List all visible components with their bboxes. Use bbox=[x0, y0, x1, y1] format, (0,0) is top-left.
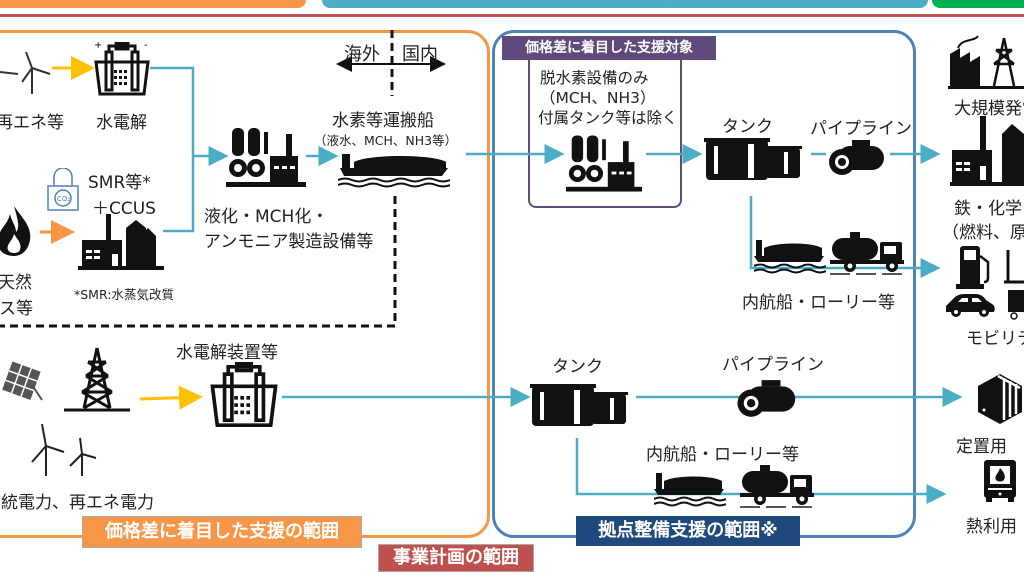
dehydro-label-line2: （MCH、NH3） bbox=[540, 89, 656, 107]
mobility-label: モビリティ bbox=[966, 329, 1024, 349]
coastal-ship-icon-top bbox=[754, 240, 826, 274]
flow-tank-to-coastal bbox=[749, 196, 941, 278]
forklift-icon bbox=[1004, 250, 1024, 284]
solar-panel-icon bbox=[2, 361, 43, 401]
grid-renewable-label: 系統電力、再エネ電力 bbox=[0, 493, 154, 513]
pipeline-icon-top bbox=[829, 140, 884, 175]
coastal-label-bottom: 内航船・ローリー等 bbox=[646, 445, 799, 465]
natural-gas-flame-icon bbox=[0, 206, 31, 256]
header-transport-label: 輸送・貯蔵 bbox=[580, 0, 670, 3]
storage-tank-icon-top bbox=[704, 138, 802, 180]
pipeline-label-top: パイプライン bbox=[810, 119, 912, 139]
electrolyzer-icon: +- bbox=[94, 42, 150, 96]
natural-gas-label-line1: 天然 bbox=[0, 273, 32, 293]
heater-icon bbox=[984, 460, 1016, 502]
stationary-label: 定置用 bbox=[956, 437, 1007, 457]
header-transport-storage: 輸送・貯蔵 bbox=[322, 0, 928, 8]
coastal-label-top: 内航船・ローリー等 bbox=[742, 293, 895, 313]
electrolysis-label: 水電解 bbox=[96, 113, 147, 133]
truck-icon bbox=[1008, 290, 1024, 320]
svg-text:+: + bbox=[94, 42, 102, 51]
smr-plant-icon bbox=[78, 214, 164, 270]
large-scale-label: 大規模発電 bbox=[954, 99, 1024, 119]
tanker-truck-icon-top bbox=[830, 232, 904, 275]
flow-tank-to-heat bbox=[575, 438, 947, 504]
price-gap-scope-tag: 価格差に着目した支援の範囲 bbox=[82, 516, 362, 548]
hub-scope-tag: 拠点整備支援の範囲※ bbox=[576, 516, 800, 546]
renewables-label: 再エネ等 bbox=[0, 113, 64, 133]
storage-tank-icon-bottom bbox=[530, 384, 628, 426]
industry-label-line2: （燃料、原料） bbox=[942, 223, 1024, 243]
wind-turbines-icon bbox=[31, 424, 97, 476]
coastal-ship-icon-bottom bbox=[654, 473, 726, 507]
header-production-label: 製造 bbox=[130, 0, 166, 3]
domestic-label: 国内 bbox=[402, 44, 438, 65]
carrier-ship-icon bbox=[338, 154, 450, 188]
flow-smr-to-liquefaction bbox=[163, 156, 195, 233]
flow-lines bbox=[0, 30, 963, 504]
tank-label-bottom: タンク bbox=[552, 357, 603, 377]
header-production: 製造 bbox=[0, 0, 306, 8]
tanker-truck-icon-bottom bbox=[740, 465, 814, 508]
dehydro-label-line1: 脱水素設備のみ bbox=[540, 69, 649, 87]
carrier-ship-label: 水素等運搬船 bbox=[332, 111, 434, 131]
header-utilization-label: 利用 bbox=[969, 0, 1005, 3]
business-plan-scope-tag: 事業計画の範囲 bbox=[378, 544, 534, 572]
co2-capture-icon: CO₂ bbox=[47, 168, 79, 211]
fuel-cell-stack-icon bbox=[978, 374, 1022, 424]
tank-label-top: タンク bbox=[722, 117, 773, 137]
section-divider-line bbox=[0, 14, 1024, 17]
liquefaction-label-line2: アンモニア製造設備等 bbox=[204, 232, 374, 252]
grid-power-arrow bbox=[139, 385, 203, 410]
overseas-boundary-dashed-lower bbox=[0, 196, 397, 328]
domestic-electrolysis-label: 水電解装置等 bbox=[176, 343, 278, 363]
power-plant-icon bbox=[948, 35, 1024, 89]
svg-text:-: - bbox=[144, 42, 148, 51]
header-utilization: 利用 bbox=[932, 0, 1024, 8]
pipeline-label-bottom: パイプライン bbox=[722, 355, 824, 375]
liquefaction-label-line1: 液化・MCH化・ bbox=[204, 207, 329, 227]
flow-electrolysis-to-liquefaction bbox=[150, 66, 229, 166]
fuel-station-icon bbox=[956, 246, 990, 289]
car-icon bbox=[946, 294, 995, 317]
wind-turbine-icon bbox=[0, 52, 51, 94]
industry-plant-icon bbox=[950, 116, 1024, 186]
liquefaction-plant-icon bbox=[226, 128, 306, 187]
smr-label-line1: SMR等* bbox=[88, 173, 151, 193]
industry-label-line1: 鉄・化学 bbox=[954, 199, 1022, 219]
heat-label: 熱利用 bbox=[966, 517, 1017, 537]
dehydrogenation-plant-icon bbox=[566, 135, 642, 192]
price-gap-target-tag: 価格差に着目した支援対象 bbox=[502, 36, 716, 60]
pipeline-icon-bottom bbox=[737, 380, 796, 417]
smr-footnote: *SMR:水蒸気改質 bbox=[74, 287, 174, 302]
carrier-ship-sublabel: （液水、MCH、NH3等） bbox=[314, 133, 458, 148]
svg-text:CO₂: CO₂ bbox=[57, 195, 70, 203]
domestic-electrolyzer-icon bbox=[210, 362, 278, 427]
dehydro-label-line3: 付属タンク等は除く bbox=[538, 109, 678, 127]
price-gap-target-box bbox=[528, 42, 682, 208]
power-transmission-tower-icon bbox=[64, 347, 130, 412]
overseas-label: 海外 bbox=[344, 44, 380, 65]
natural-gas-label-line2: ガス等 bbox=[0, 299, 33, 319]
